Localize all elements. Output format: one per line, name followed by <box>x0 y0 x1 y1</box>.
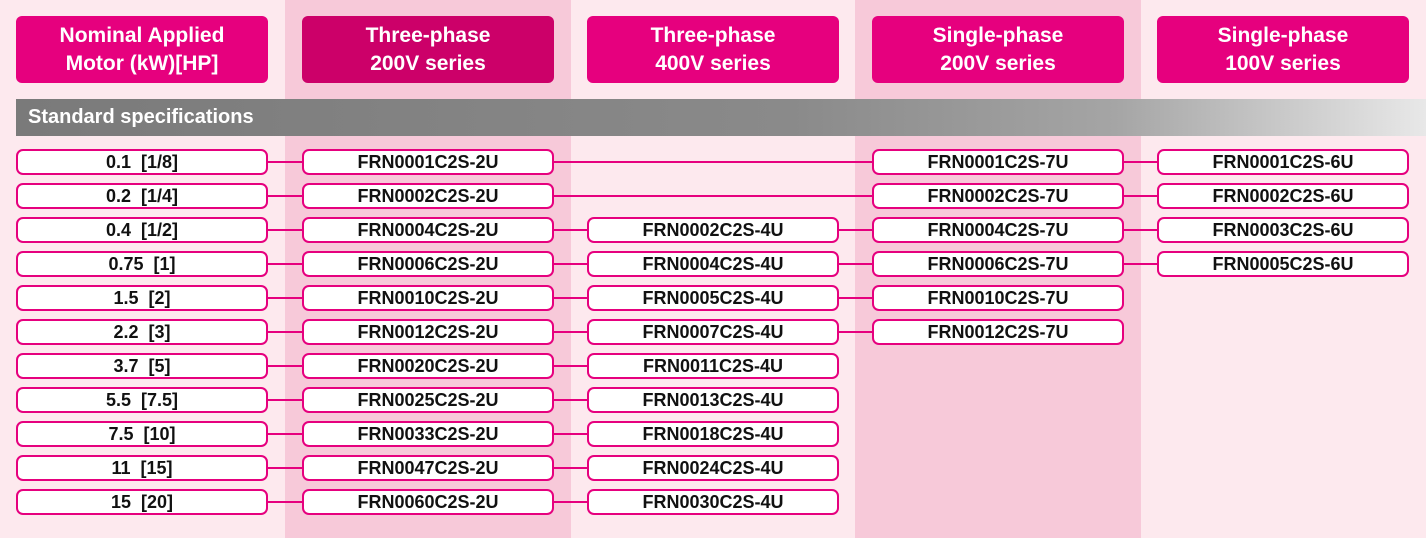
motor-rating-cell: 0.4 [1/2] <box>16 217 268 243</box>
header-three-phase-200v: Three-phase 200V series <box>302 16 554 83</box>
motor-rating-cell: 0.75 [1] <box>16 251 268 277</box>
model-cell-three-400: FRN0018C2S-4U <box>587 421 839 447</box>
motor-rating-cell: 15 [20] <box>16 489 268 515</box>
model-cell-three-200: FRN0025C2S-2U <box>302 387 554 413</box>
header-single-100-line1: Single-phase <box>1217 23 1349 47</box>
header-motor: Nominal Applied Motor (kW)[HP] <box>16 16 268 83</box>
header-single-phase-100v: Single-phase 100V series <box>1157 16 1409 83</box>
header-single-200-line2: 200V series <box>940 51 1056 75</box>
model-cell-three-400: FRN0007C2S-4U <box>587 319 839 345</box>
header-three-400-line2: 400V series <box>655 51 771 75</box>
model-cell-three-400: FRN0002C2S-4U <box>587 217 839 243</box>
model-cell-three-200: FRN0020C2S-2U <box>302 353 554 379</box>
header-three-phase-400v: Three-phase 400V series <box>587 16 839 83</box>
motor-rating-cell: 5.5 [7.5] <box>16 387 268 413</box>
model-cell-three-400: FRN0030C2S-4U <box>587 489 839 515</box>
model-cell-three-200: FRN0001C2S-2U <box>302 149 554 175</box>
model-cell-single-100: FRN0002C2S-6U <box>1157 183 1409 209</box>
header-motor-line2: Motor (kW)[HP] <box>65 51 219 75</box>
model-cell-three-400: FRN0005C2S-4U <box>587 285 839 311</box>
model-cell-three-400: FRN0011C2S-4U <box>587 353 839 379</box>
model-cell-three-200: FRN0002C2S-2U <box>302 183 554 209</box>
model-cell-three-200: FRN0033C2S-2U <box>302 421 554 447</box>
header-single-200-line1: Single-phase <box>932 23 1064 47</box>
motor-rating-cell: 2.2 [3] <box>16 319 268 345</box>
model-cell-single-100: FRN0005C2S-6U <box>1157 251 1409 277</box>
model-cell-three-200: FRN0004C2S-2U <box>302 217 554 243</box>
model-cell-three-200: FRN0012C2S-2U <box>302 319 554 345</box>
model-cell-three-200: FRN0006C2S-2U <box>302 251 554 277</box>
model-cell-single-200: FRN0004C2S-7U <box>872 217 1124 243</box>
model-cell-single-200: FRN0012C2S-7U <box>872 319 1124 345</box>
model-cell-three-200: FRN0010C2S-2U <box>302 285 554 311</box>
motor-rating-cell: 11 [15] <box>16 455 268 481</box>
header-three-200-line2: 200V series <box>370 51 486 75</box>
motor-rating-cell: 3.7 [5] <box>16 353 268 379</box>
header-motor-line1: Nominal Applied <box>59 23 225 47</box>
model-cell-single-100: FRN0003C2S-6U <box>1157 217 1409 243</box>
model-cell-single-200: FRN0001C2S-7U <box>872 149 1124 175</box>
model-cell-three-400: FRN0024C2S-4U <box>587 455 839 481</box>
motor-rating-cell: 1.5 [2] <box>16 285 268 311</box>
standard-specifications-bar: Standard specifications <box>16 99 1426 136</box>
model-cell-three-400: FRN0004C2S-4U <box>587 251 839 277</box>
model-cell-single-100: FRN0001C2S-6U <box>1157 149 1409 175</box>
motor-rating-cell: 0.2 [1/4] <box>16 183 268 209</box>
model-cell-single-200: FRN0010C2S-7U <box>872 285 1124 311</box>
header-three-400-line1: Three-phase <box>650 23 776 47</box>
model-cell-three-400: FRN0013C2S-4U <box>587 387 839 413</box>
model-cell-single-200: FRN0006C2S-7U <box>872 251 1124 277</box>
header-single-phase-200v: Single-phase 200V series <box>872 16 1124 83</box>
model-cell-three-200: FRN0060C2S-2U <box>302 489 554 515</box>
header-three-200-line1: Three-phase <box>365 23 491 47</box>
motor-rating-cell: 7.5 [10] <box>16 421 268 447</box>
motor-rating-cell: 0.1 [1/8] <box>16 149 268 175</box>
model-cell-three-200: FRN0047C2S-2U <box>302 455 554 481</box>
header-single-100-line2: 100V series <box>1225 51 1341 75</box>
model-cell-single-200: FRN0002C2S-7U <box>872 183 1124 209</box>
